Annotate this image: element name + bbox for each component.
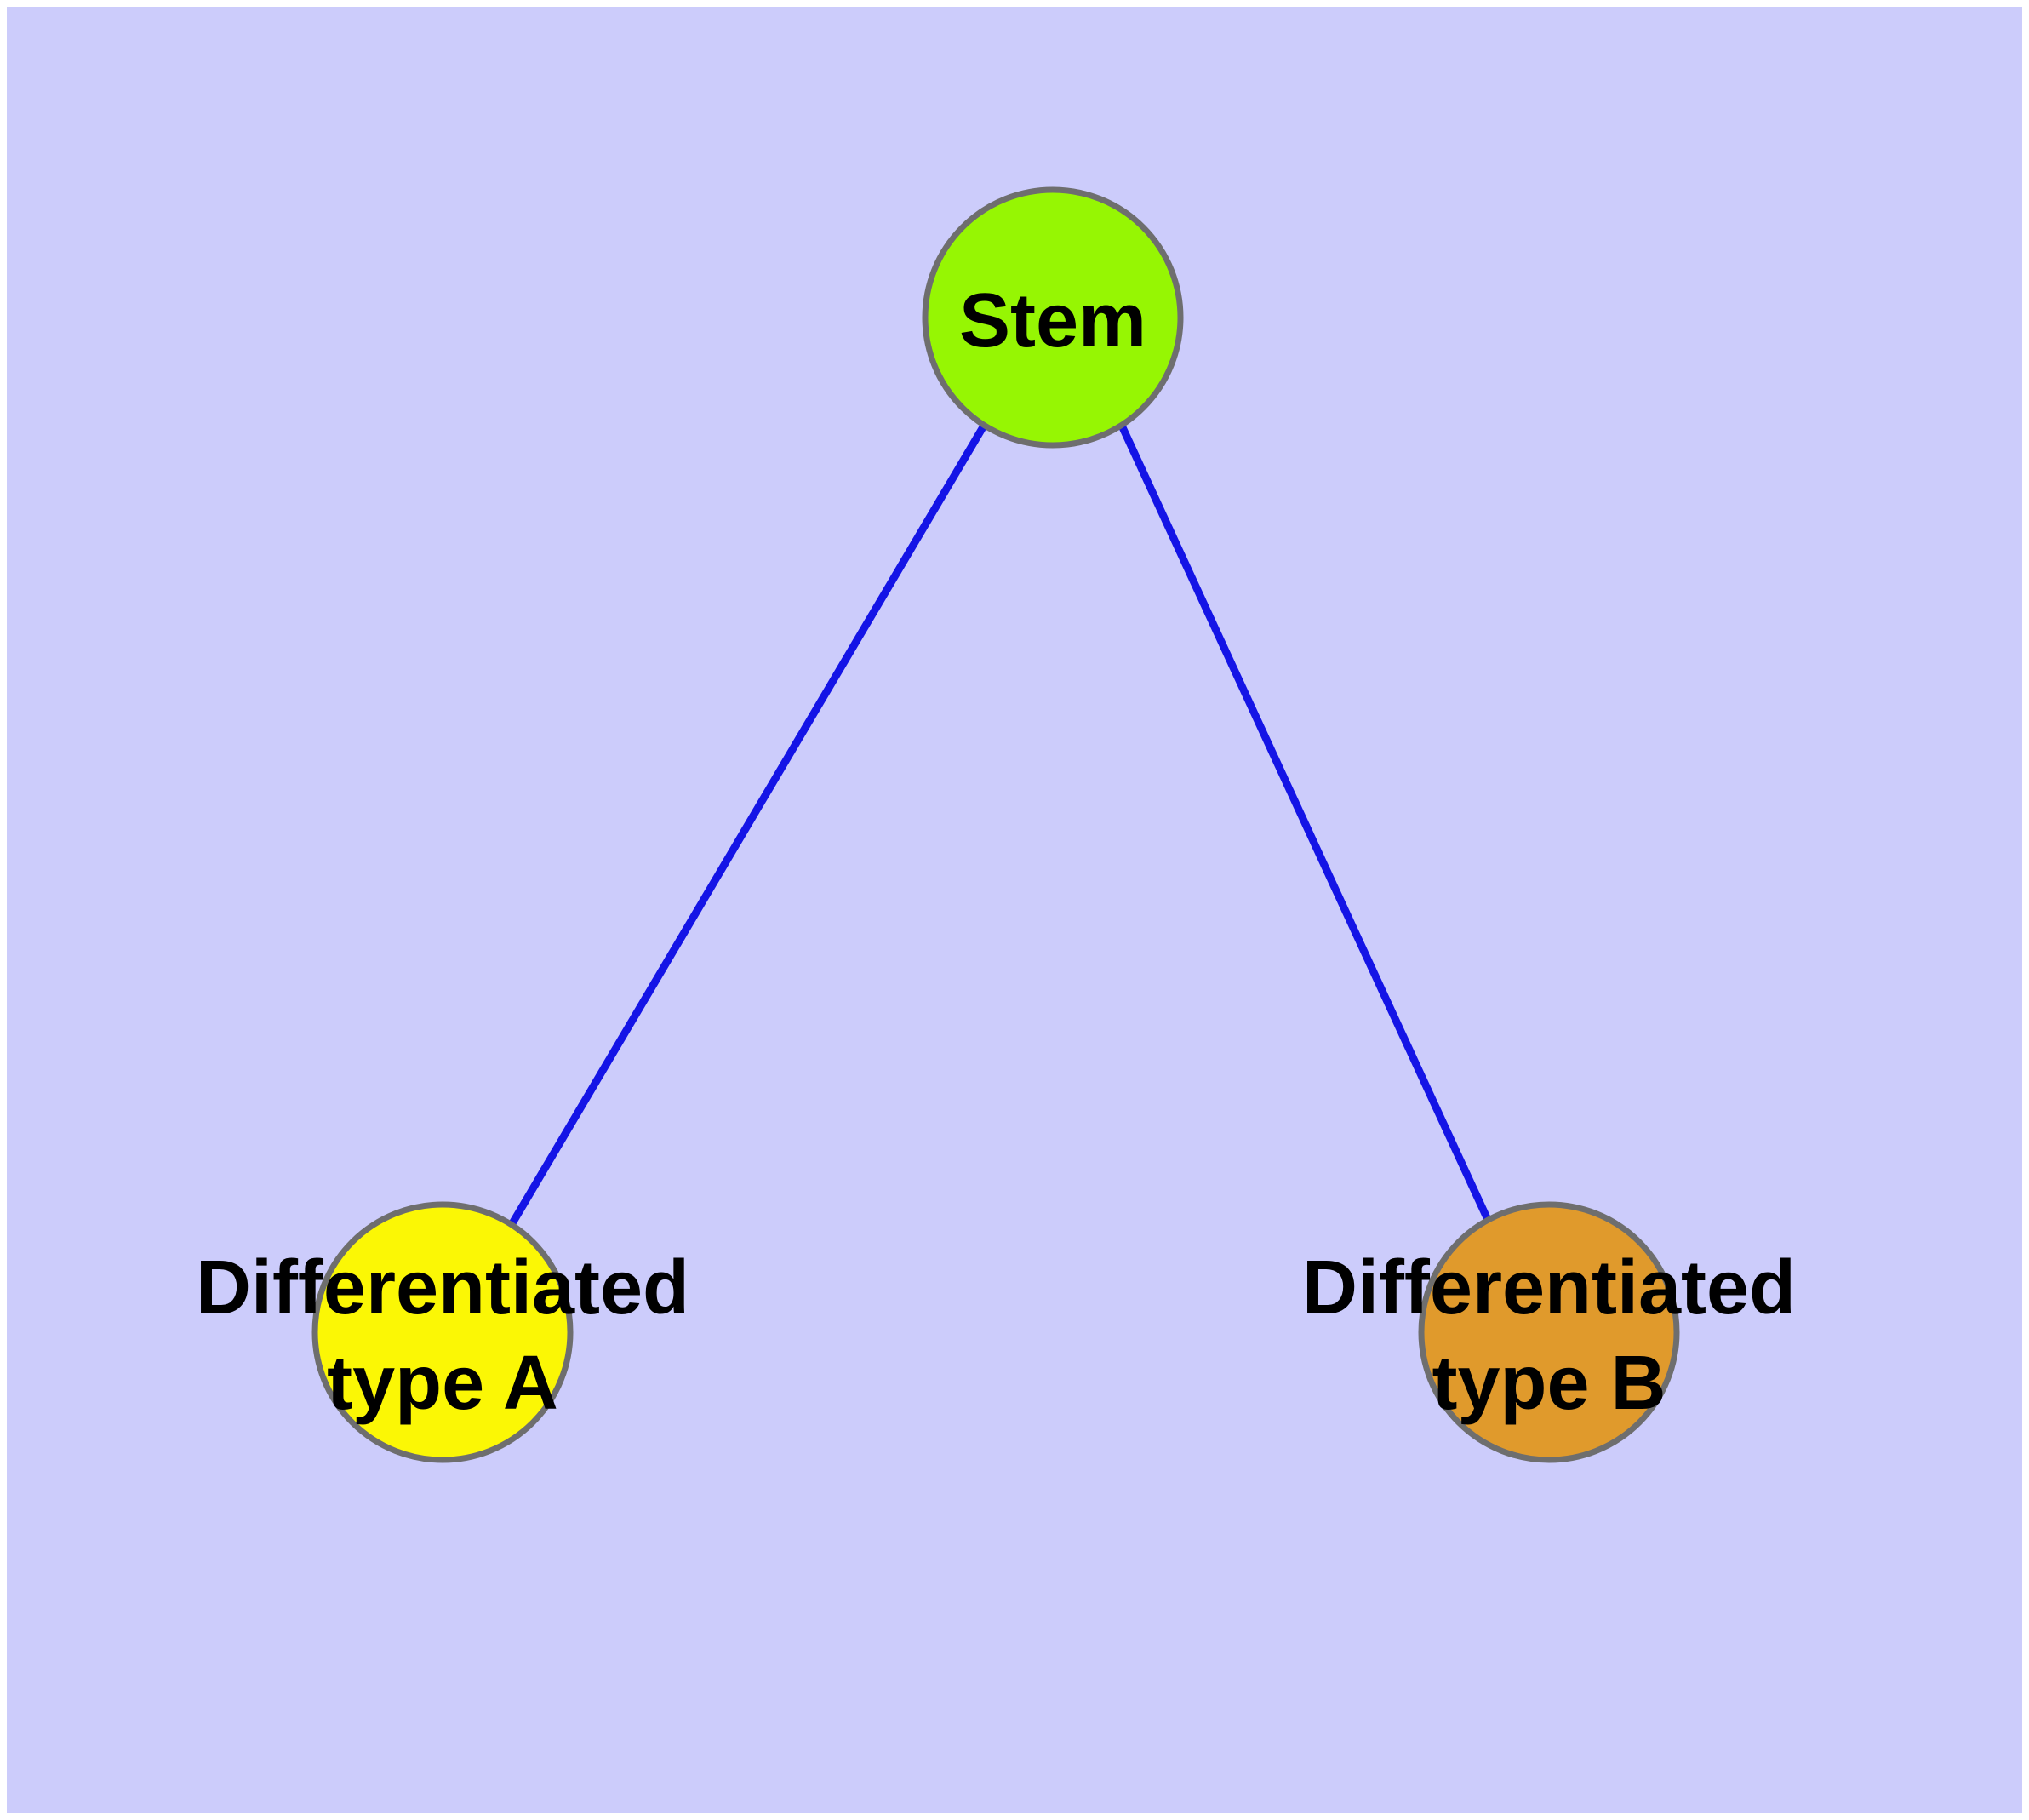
node-circle-diff_b[interactable] — [1418, 1201, 1680, 1463]
node-label-diff_a: Differentiated type A — [196, 1245, 689, 1426]
edge-stem-diff-a[interactable] — [509, 423, 987, 1226]
edge-stem-diff-b[interactable] — [1117, 424, 1494, 1225]
node-label-line: type B — [1432, 1341, 1666, 1426]
node-label-stem: Stem — [959, 278, 1146, 363]
node-label-line: Differentiated — [1302, 1245, 1796, 1331]
node-label-diff_b: Differentiated type B — [1302, 1245, 1796, 1426]
node-label-line: Stem — [959, 278, 1146, 363]
node-label-line: type A — [327, 1341, 558, 1426]
nodes-layer — [311, 186, 1680, 1463]
node-label-line: Differentiated — [196, 1245, 689, 1331]
node-circle-diff_a[interactable] — [311, 1201, 574, 1463]
node-circle-stem[interactable] — [922, 186, 1184, 449]
edges-layer — [509, 423, 1494, 1226]
